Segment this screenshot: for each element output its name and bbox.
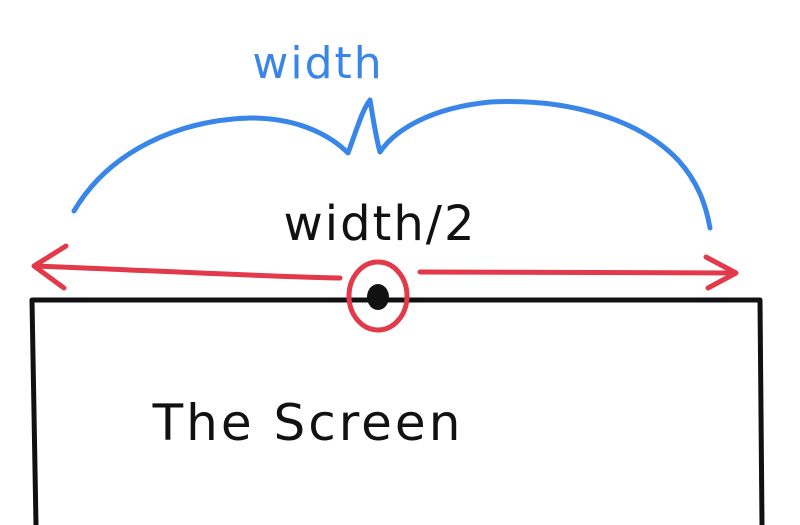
half-width-arrowhead-right <box>703 254 739 291</box>
width-label: width <box>252 38 383 89</box>
half-width-arrow-right <box>417 269 738 276</box>
width-brace <box>71 97 713 231</box>
screen-outline <box>29 297 765 525</box>
half-width-arrow-left <box>33 263 343 281</box>
half-width-label: width/2 <box>283 196 476 252</box>
center-point-dot <box>367 284 389 310</box>
screen-label: The Screen <box>152 394 464 452</box>
half-width-arrowhead-left <box>31 243 69 291</box>
center-highlight-circle <box>346 259 410 333</box>
